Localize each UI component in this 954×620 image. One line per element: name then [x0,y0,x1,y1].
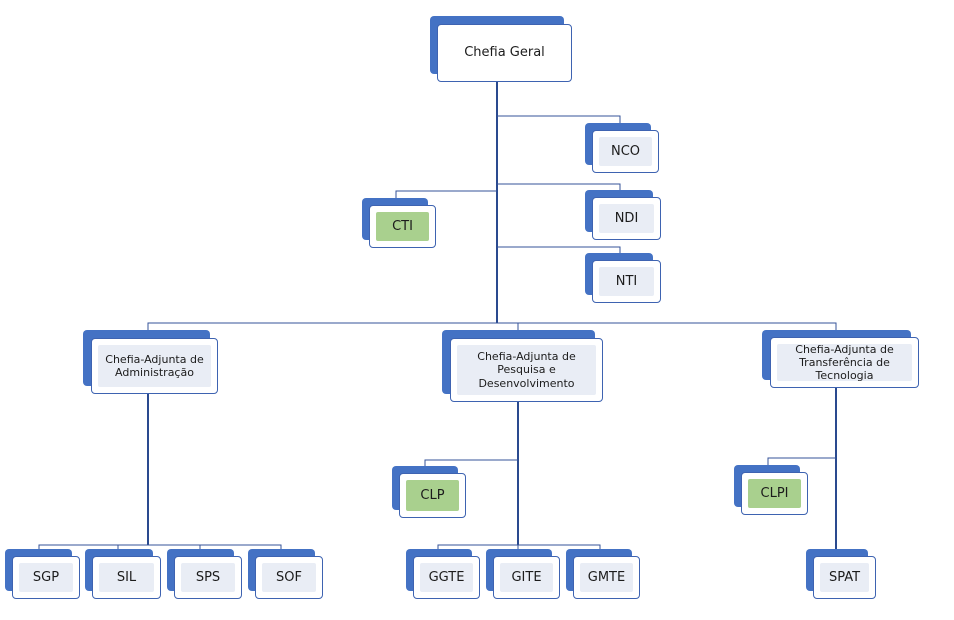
node-gmte: GMTE [566,549,640,599]
node-label: SPAT [820,563,869,592]
connector-nti [497,246,621,254]
node-chefia-adjunta-transferencia: Chefia-Adjunta de Transferência de Tecno… [762,330,919,388]
node-sof: SOF [248,549,323,599]
connector-level2 [147,322,837,331]
connector-adm-row [38,544,282,550]
connector-clpi [767,457,836,466]
node-sps: SPS [167,549,242,599]
node-label: SOF [262,563,316,592]
node-label: SPS [181,563,235,592]
node-label: GGTE [420,563,473,592]
connector-ndi [497,183,621,191]
node-nti: NTI [585,253,661,303]
connector-ped-row [437,544,601,550]
node-clp: CLP [392,466,466,518]
node-ndi: NDI [585,190,661,240]
node-label: SGP [19,563,73,592]
node-chefia-adjunta-pesquisa: Chefia-Adjunta de Pesquisa e Desenvolvim… [442,330,603,402]
node-label: Chefia Geral [444,31,565,75]
node-label: Chefia-Adjunta de Transferência de Tecno… [777,343,912,382]
node-label: CLPI [748,479,801,508]
connector-clp [424,459,518,467]
node-ggte: GGTE [406,549,480,599]
node-label: GMTE [580,563,633,592]
node-gite: GITE [486,549,560,599]
node-label: Chefia-Adjunta de Administração [98,345,211,387]
node-sgp: SGP [5,549,80,599]
connector-cti [395,190,497,199]
node-cti: CTI [362,198,436,248]
node-spat: SPAT [806,549,876,599]
node-chefia-geral: Chefia Geral [430,16,572,82]
node-label: NTI [599,267,654,296]
connector-nco [497,115,621,124]
node-nco: NCO [585,123,659,173]
node-label: CTI [376,212,429,241]
node-label: Chefia-Adjunta de Pesquisa e Desenvolvim… [457,345,596,395]
node-label: NCO [599,137,652,166]
node-label: GITE [500,563,553,592]
node-chefia-adjunta-administracao: Chefia-Adjunta de Administração [83,330,218,394]
node-label: CLP [406,480,459,511]
node-sil: SIL [85,549,161,599]
node-clpi: CLPI [734,465,808,515]
node-label: NDI [599,204,654,233]
node-label: SIL [99,563,154,592]
